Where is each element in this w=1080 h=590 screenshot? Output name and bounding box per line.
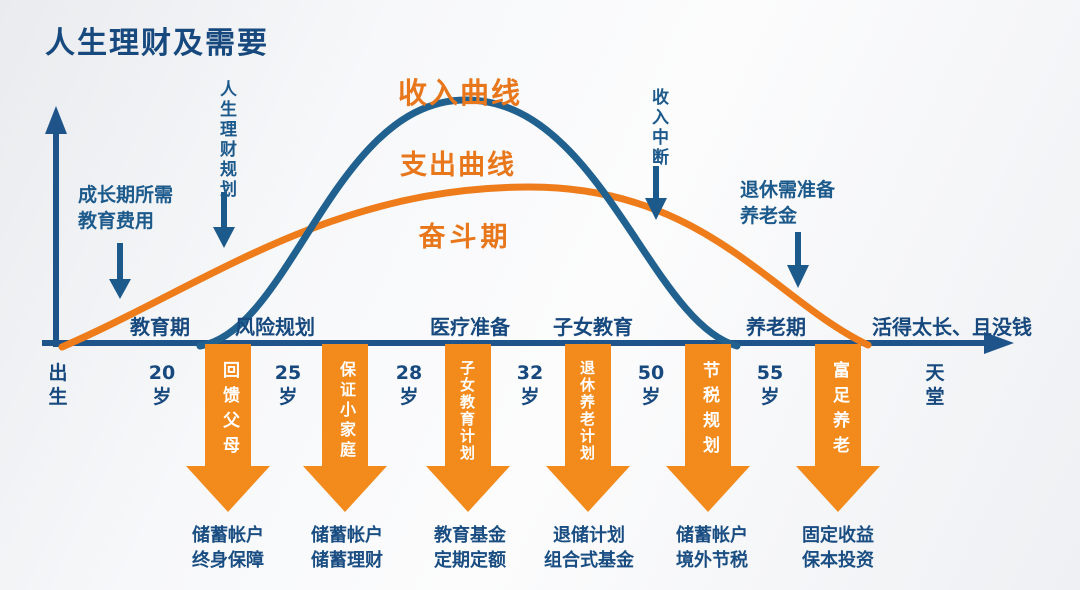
detail-savings-finance: 储蓄帐户储蓄理财	[311, 525, 383, 572]
phase-pension: 养老期	[746, 315, 806, 339]
detail-education-fund: 教育基金定期定额	[434, 525, 506, 572]
detail-fixed-income: 固定收益保本投资	[802, 525, 874, 572]
life-planning-arrow	[213, 192, 235, 248]
income-interruption-annotation: 收入中断	[648, 88, 668, 168]
milestone-arrow-6	[796, 344, 880, 512]
detail-savings-protection: 储蓄帐户终身保障	[192, 525, 264, 572]
education-cost-arrow	[109, 243, 131, 299]
milestone-arrow-5	[666, 344, 750, 512]
milestone-arrow-3	[426, 344, 510, 512]
milestone-label-tax: 节税规划	[699, 361, 719, 461]
page-title: 人生理财及需要	[45, 26, 269, 61]
phase-children: 子女教育	[553, 315, 633, 339]
struggle-period-label: 奋斗期	[418, 222, 512, 253]
milestone-label-education: 子女教育计划	[458, 360, 476, 462]
milestone-arrow-1	[186, 344, 270, 512]
phase-medical: 医疗准备	[430, 315, 510, 339]
phase-risk: 风险规划	[235, 315, 315, 339]
phase-live-too-long: 活得太长、且没钱	[872, 315, 1032, 339]
detail-retirement-fund: 退储计划组合式基金	[544, 525, 634, 572]
milestone-label-parents: 回馈父母	[219, 361, 239, 461]
income-interruption-arrow	[645, 166, 667, 220]
milestone-label-retirement: 退休养老计划	[578, 360, 596, 462]
expense-curve-label: 支出曲线	[400, 150, 516, 181]
milestone-arrow-4	[546, 344, 630, 512]
income-curve-label: 收入曲线	[397, 76, 523, 110]
education-cost-annotation: 成长期所需 教育费用	[78, 184, 174, 232]
milestone-arrow-2	[303, 344, 387, 512]
income-curve	[196, 96, 741, 350]
age-birth: 出生	[48, 362, 68, 408]
retirement-prep-annotation: 退休需准备 养老金	[740, 179, 836, 227]
milestone-label-family: 保证小家庭	[337, 361, 356, 461]
expense-curve	[58, 183, 872, 351]
age-heaven: 天堂	[925, 362, 945, 408]
detail-offshore-tax: 储蓄帐户境外节税	[676, 525, 748, 572]
milestone-label-wealthy: 富足养老	[829, 361, 849, 461]
retirement-prep-arrow	[787, 232, 809, 288]
phase-education: 教育期	[130, 315, 190, 339]
y-axis	[45, 106, 67, 347]
life-planning-annotation: 人生理财规划	[216, 80, 236, 200]
